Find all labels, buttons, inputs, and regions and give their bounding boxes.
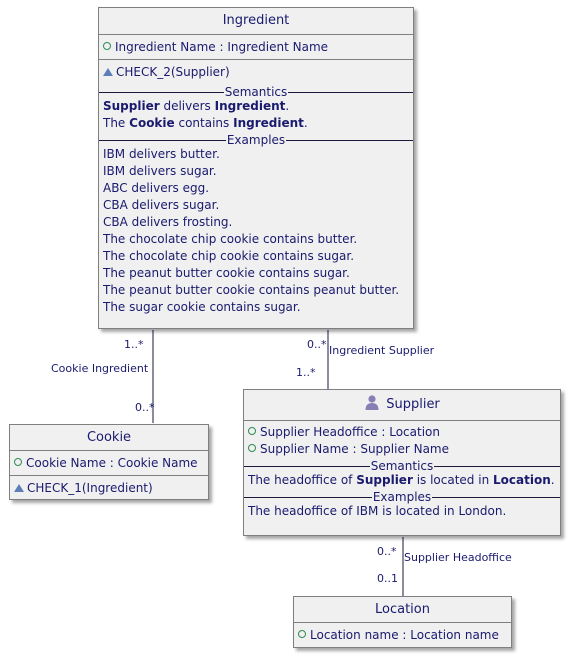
examples-header: Examples xyxy=(99,134,413,146)
constraint-icon xyxy=(103,68,113,76)
cookie-ingredient-label: Cookie Ingredient xyxy=(51,362,149,375)
semantics-header: Semantics xyxy=(244,460,560,472)
ingredient-title: Ingredient xyxy=(222,13,290,28)
person-icon xyxy=(365,395,379,410)
supplier-class[interactable]: Supplier Supplier Headoffice : Location … xyxy=(243,389,561,536)
ingredient-supplier-mult-top: 0..* xyxy=(307,338,327,351)
semantics-header: Semantics xyxy=(99,86,413,98)
supplier-headoffice-mult-bottom: 0..1 xyxy=(377,572,398,585)
example-line: The sugar cookie contains sugar. xyxy=(103,300,301,314)
semantics-label: Semantics xyxy=(223,85,289,99)
public-attribute-icon xyxy=(14,458,22,466)
example-line: IBM delivers butter. xyxy=(103,147,220,161)
public-attribute-icon xyxy=(298,630,306,638)
example-line: The headoffice of IBM is located in Lond… xyxy=(248,504,507,518)
supplier-headoffice-label: Supplier Headoffice xyxy=(404,551,512,564)
supplier-headoffice-mult-top: 0..* xyxy=(377,545,397,558)
examples-label: Examples xyxy=(225,133,287,147)
divider xyxy=(99,34,413,35)
cookie-class[interactable]: Cookie Cookie Name : Cookie Name CHECK_1… xyxy=(9,424,209,500)
example-line: The peanut butter cookie contains peanut… xyxy=(103,283,400,297)
cookie-attribute: Cookie Name : Cookie Name xyxy=(10,451,208,475)
example-line: ABC delivers egg. xyxy=(103,181,210,195)
cookie-constraint-text: CHECK_1(Ingredient) xyxy=(27,481,153,495)
example-line: CBA delivers sugar. xyxy=(103,198,220,212)
ingredient-supplier-label: Ingredient Supplier xyxy=(329,344,435,357)
semantics-line: The headoffice of Supplier is located in… xyxy=(248,473,555,487)
example-line: CBA delivers frosting. xyxy=(103,215,233,229)
public-attribute-icon xyxy=(248,427,256,435)
ingredient-constraint: CHECK_2(Supplier) xyxy=(99,60,413,84)
public-attribute-icon xyxy=(103,42,111,50)
supplier-attribute: Supplier Headoffice : Location xyxy=(244,424,560,441)
location-attribute-text: Location name : Location name xyxy=(310,628,499,642)
divider xyxy=(294,622,511,623)
supplier-title-row: Supplier xyxy=(244,390,560,420)
location-attribute: Location name : Location name xyxy=(294,623,511,647)
examples-header: Examples xyxy=(244,491,560,503)
divider xyxy=(244,420,560,421)
cookie-attribute-text: Cookie Name : Cookie Name xyxy=(26,456,198,470)
ingredient-class[interactable]: Ingredient Ingredient Name : Ingredient … xyxy=(98,7,414,329)
cookie-ingredient-mult-bottom: 0..* xyxy=(135,401,155,414)
location-title: Location xyxy=(375,602,430,617)
semantics-label: Semantics xyxy=(369,459,435,473)
example-line: The chocolate chip cookie contains butte… xyxy=(103,232,358,246)
ingredient-attribute: Ingredient Name : Ingredient Name xyxy=(99,35,413,59)
supplier-attribute-text: Supplier Name : Supplier Name xyxy=(260,442,449,456)
divider xyxy=(10,450,208,451)
semantics-line: Supplier delivers Ingredient. xyxy=(103,99,290,113)
example-line: IBM delivers sugar. xyxy=(103,164,217,178)
example-line: The peanut butter cookie contains sugar. xyxy=(103,266,350,280)
constraint-icon xyxy=(14,484,24,492)
ingredient-supplier-mult-bottom: 1..* xyxy=(296,366,316,379)
cookie-ingredient-mult-top: 1..* xyxy=(124,338,144,351)
semantics-line: The Cookie contains Ingredient. xyxy=(103,116,308,130)
supplier-attribute-text: Supplier Headoffice : Location xyxy=(260,425,440,439)
example-line: The chocolate chip cookie contains sugar… xyxy=(103,249,355,263)
cookie-title: Cookie xyxy=(86,430,132,445)
location-class[interactable]: Location Location name : Location name xyxy=(293,596,512,648)
cookie-constraint: CHECK_1(Ingredient) xyxy=(10,476,208,500)
supplier-attribute: Supplier Name : Supplier Name xyxy=(244,441,560,458)
ingredient-constraint-text: CHECK_2(Supplier) xyxy=(116,65,230,79)
examples-label: Examples xyxy=(371,490,433,504)
divider xyxy=(10,475,208,476)
divider xyxy=(99,59,413,60)
supplier-title: Supplier xyxy=(386,397,440,412)
public-attribute-icon xyxy=(248,444,256,452)
ingredient-attribute-text: Ingredient Name : Ingredient Name xyxy=(115,40,329,54)
